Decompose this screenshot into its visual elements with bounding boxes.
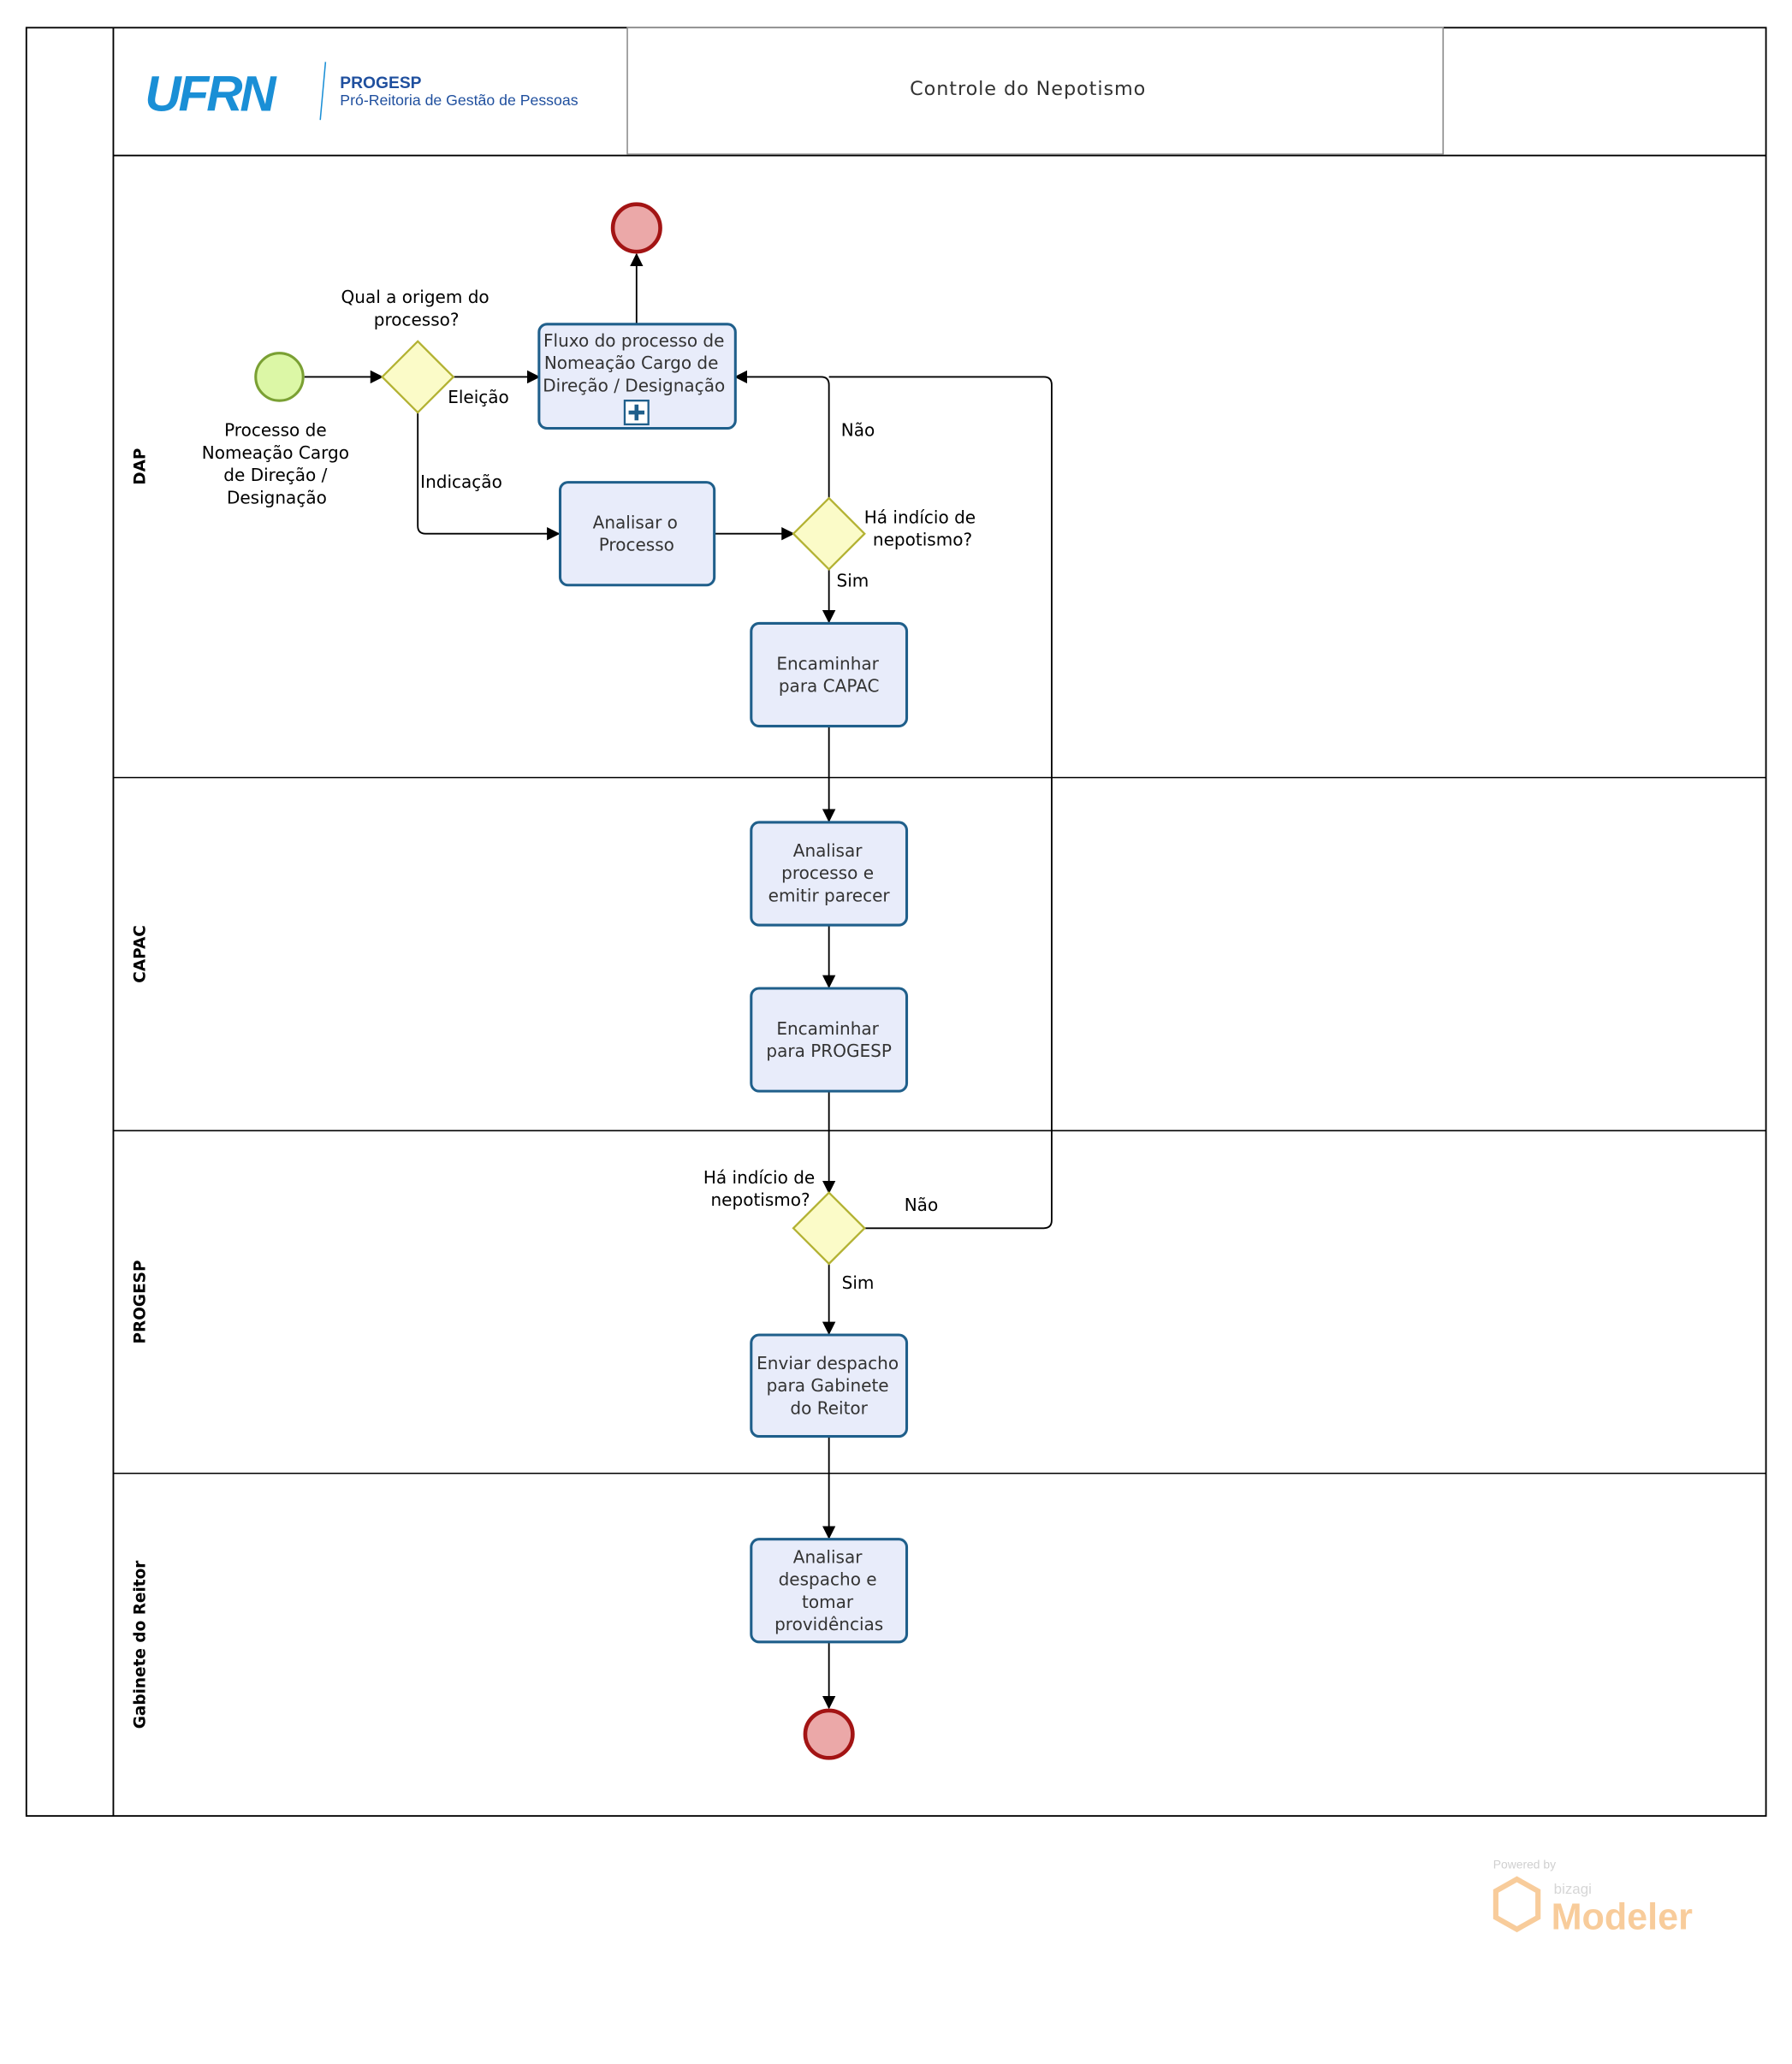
flow-nao-progesp [828,376,1053,1230]
logo-separator [319,62,327,121]
task-label: Enviar despacho [757,1353,899,1373]
bizagi-watermark: Powered by bizagi Modeler [1493,1858,1693,1938]
lane-label-dap: DAP [131,448,149,485]
gateway-dap-label: Há indício de [864,507,976,527]
lane-label-gabinete: Gabinete do Reitor [131,1560,149,1729]
task-label: emitir parecer [768,885,891,905]
subprocess-label: Direção / Designação [543,375,725,395]
task-label: para Gabinete [767,1375,889,1396]
task-analisar-processo[interactable] [558,481,716,587]
subprocess-fluxo[interactable] [537,323,737,430]
start-label-line: Processo de [224,420,327,441]
title-box [626,27,1445,155]
task-enviar-despacho[interactable] [750,1333,909,1438]
flow-indicacao [417,411,561,541]
task-label: providências [774,1614,883,1634]
task-label: Encaminhar [776,653,879,673]
gateway-origem-label: Qual a origem do [341,287,490,307]
flow-label-nao: Não [905,1195,938,1215]
flow-nao-dap [733,370,830,500]
sequence-flows [304,252,1053,1710]
end-event-dap[interactable] [610,202,662,254]
gateway-origem-label: processo? [374,309,460,329]
flow-labels: Eleição Indicação Não Sim Não Sim [420,387,938,1293]
task-label: Encaminhar [776,1018,879,1039]
task-label: processo e [781,863,874,883]
subprocess-box[interactable] [537,323,737,430]
task-tomar-providencias[interactable] [750,1538,909,1644]
start-label-line: Designação [227,487,327,507]
task-encaminhar-progesp[interactable] [750,987,909,1093]
flow-label-sim: Sim [836,570,869,590]
task-label: para PROGESP [766,1041,892,1061]
task-label: do Reitor [790,1397,868,1418]
gateway-nepotismo-progesp[interactable] [792,1191,866,1266]
start-label-line: de Direção / [223,465,327,485]
task-label: Analisar o [593,513,678,533]
task-label: Processo [599,535,674,555]
org-subtitle: Pró-Reitoria de Gestão de Pessoas [340,92,578,109]
org-name: PROGESP [340,74,421,92]
task-label: despacho e [779,1569,877,1590]
powered-by-text: Powered by [1493,1858,1556,1871]
subprocess-label: Fluxo do processo de [543,330,724,351]
ufrn-logo: UFRN PROGESP Pró-Reitoria de Gestão de P… [145,62,579,122]
logo-wordmark: UFRN [145,66,277,122]
task-label: Analisar [793,1546,863,1567]
flow-label-sim: Sim [842,1272,875,1293]
gateway-nepotismo-dap[interactable] [792,496,866,571]
task-emitir-parecer[interactable] [750,821,909,927]
product-text: Modeler [1552,1897,1694,1938]
task-label: tomar [802,1592,854,1612]
flow-label-nao: Não [841,420,875,441]
gateway-origem[interactable] [380,340,455,414]
diagram-title: Controle do Nepotismo [910,78,1146,100]
start-label-line: Nomeação Cargo [202,442,349,463]
subprocess-label: Nomeação Cargo de [544,353,719,373]
gateway-dap-label: nepotismo? [873,530,972,550]
gateway-progesp-label: nepotismo? [711,1189,810,1210]
task-label: Analisar [793,840,863,861]
bizagi-logo-icon [1492,1876,1541,1933]
flow-label-eleicao: Eleição [448,387,509,407]
plus-icon [628,404,645,421]
task-encaminhar-capac[interactable] [750,621,909,728]
task-label: para CAPAC [779,676,880,697]
header: Controle do Nepotismo UFRN PROGESP Pró-R… [145,27,1445,155]
lane-label-progesp: PROGESP [131,1260,149,1343]
end-event-gabinete[interactable] [803,1708,855,1760]
node-labels: Processo de Nomeação Cargo de Direção / … [202,287,976,1634]
vendor-text: bizagi [1554,1881,1592,1897]
lane-label-capac: CAPAC [131,925,149,983]
flow-label-indicacao: Indicação [420,472,502,492]
start-event[interactable] [254,352,305,402]
gateway-progesp-label: Há indício de [703,1167,815,1188]
